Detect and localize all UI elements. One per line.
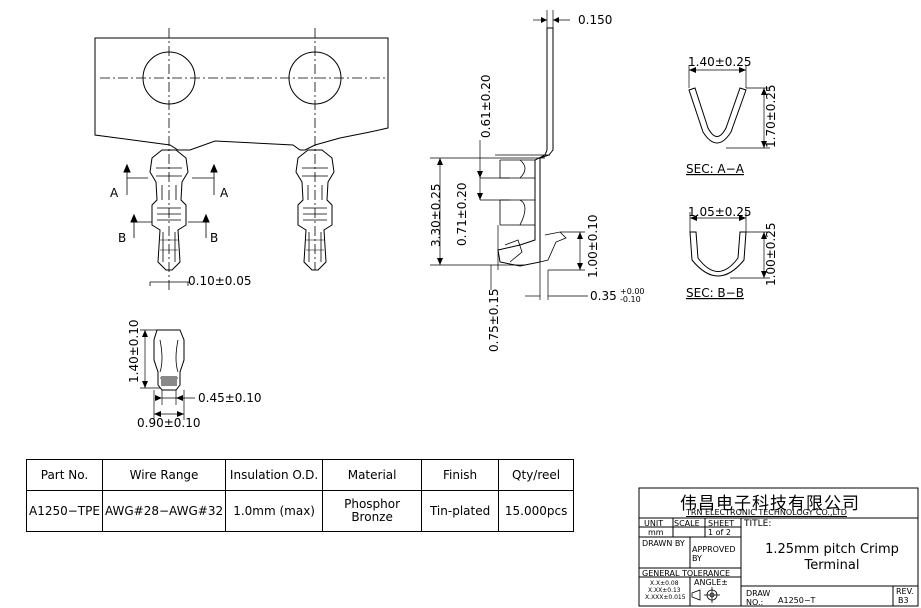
draw-no: A1250−T [778, 596, 816, 605]
angle-label: ANGLE± [694, 578, 728, 587]
approved-by-label: APPROVED BY [692, 545, 736, 563]
scale-label: SCALE [674, 519, 700, 528]
drawing-title-line1: 1.25mm pitch Crimp [765, 542, 899, 557]
spec-cell: Phosphor Bronze [322, 490, 423, 532]
spec-table: Part No. Wire Range Insulation O.D. Mate… [26, 459, 575, 532]
company-name-en: TRN ELECTRONIC TECHNOLOGY CO.,LTD [686, 508, 847, 517]
terminal-right [295, 149, 335, 271]
dim-thickness: 0.150 [578, 13, 612, 27]
spec-header: Finish [421, 459, 500, 491]
dim-090: 0.90±0.10 [137, 416, 201, 430]
bottom-view [153, 329, 185, 391]
rev-label: REV. [896, 587, 914, 596]
draw-no-label: DRAW NO.: [746, 589, 771, 607]
dim-seca-h: 1.70±0.25 [764, 85, 778, 149]
unit-value: mm [648, 528, 664, 537]
marker-a-left: A [110, 186, 119, 200]
section-b-label: SEC: B−B [686, 286, 744, 300]
marker-b-left: B [118, 231, 126, 245]
terminal-left [149, 149, 189, 271]
side-view [497, 27, 567, 267]
spec-header: Material [322, 459, 423, 491]
carrier-strip [94, 37, 389, 151]
dim-061: 0.61±0.20 [479, 75, 493, 139]
drawing-title-line2: Terminal [804, 558, 860, 573]
marker-a-right: A [220, 186, 229, 200]
sheet-value: 1 of 2 [708, 528, 731, 537]
dim-seca-w: 1.40±0.25 [688, 55, 752, 69]
spec-cell: Tin-plated [421, 490, 500, 532]
title-label: TITLE: [744, 519, 772, 529]
spec-header: Qty/reel [498, 459, 575, 491]
drawn-by-label: DRAWN BY [642, 539, 685, 548]
projection-symbol-icon [691, 587, 720, 603]
dim-071: 0.71±0.20 [455, 183, 469, 247]
dim-045: 0.45±0.10 [198, 391, 262, 405]
dim-140a: 1.40±0.10 [127, 320, 141, 384]
rev-value: B3 [898, 596, 909, 605]
section-a-label: SEC: A−A [686, 162, 745, 176]
company-name-cn: 伟昌电子科技有限公司 [680, 494, 860, 514]
general-tolerance-label: GENERAL TOLERANCE [642, 569, 731, 578]
dim-035-tol-lower: -0.10 [620, 295, 641, 304]
title-block-frame [638, 487, 919, 607]
dim-330: 3.30±0.25 [429, 184, 443, 248]
dim-035: 0.35 [590, 289, 617, 303]
spec-header: Insulation O.D. [225, 459, 324, 491]
dim-010: 0.10±0.05 [188, 274, 252, 288]
section-b-b [689, 231, 747, 277]
spec-cell: A1250−TPE [26, 490, 103, 532]
sheet-label: SHEET [708, 519, 735, 528]
spec-cell: 15.000pcs [498, 490, 575, 532]
dim-secb-h: 1.00±0.25 [764, 223, 778, 287]
spec-cell: 1.0mm (max) [225, 490, 324, 532]
tolerance-3: X.XXX±0.015 [645, 594, 686, 601]
spec-header: Wire Range [101, 459, 227, 491]
tolerance-2: X.XX±0.13 [648, 587, 681, 594]
spec-cell: AWG#28−AWG#32 [101, 490, 227, 532]
dim-035-tol-upper: +0.00 [620, 287, 645, 296]
dim-secb-w: 1.05±0.25 [688, 205, 752, 219]
marker-b-right: B [210, 231, 218, 245]
dim-100a: 1.00±0.10 [586, 215, 600, 279]
spec-header: Part No. [26, 459, 103, 491]
section-a-a [688, 87, 747, 144]
unit-label: UNIT [644, 519, 664, 528]
tolerance-1: X.X±0.08 [650, 580, 679, 587]
dim-075: 0.75±0.15 [487, 289, 501, 353]
